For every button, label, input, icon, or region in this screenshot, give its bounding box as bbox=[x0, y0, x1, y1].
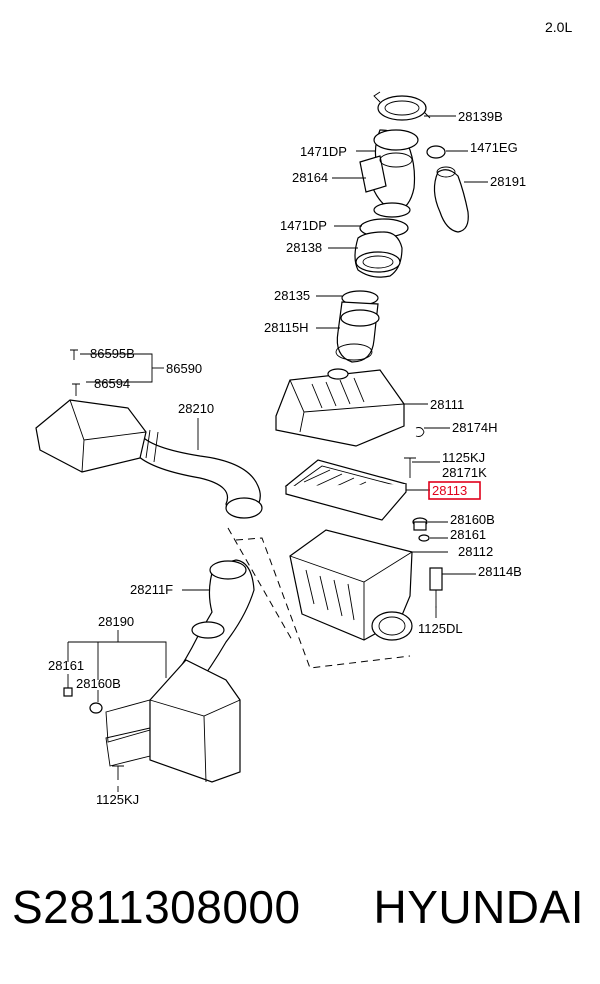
label-1471eg: 1471EG bbox=[470, 140, 518, 155]
grommets-28160b-28161-drawing bbox=[412, 517, 430, 542]
label-28161-left: 28161 bbox=[48, 658, 84, 673]
engine-size-label: 2.0L bbox=[545, 19, 572, 35]
highlight-box-28113 bbox=[428, 481, 481, 500]
label-28112: 28112 bbox=[458, 544, 493, 559]
label-28115h: 28115H bbox=[264, 320, 309, 335]
label-86595b: 86595B bbox=[90, 346, 135, 361]
label-86590: 86590 bbox=[166, 361, 202, 376]
label-28139b: 28139B bbox=[458, 109, 503, 124]
resonator-28190-drawing bbox=[63, 559, 255, 783]
resonator-28115h-drawing bbox=[335, 290, 380, 363]
leader-lines bbox=[67, 115, 488, 792]
label-28160b-right: 28160B bbox=[450, 512, 495, 527]
label-28211f: 28211F bbox=[130, 582, 173, 597]
brand-name: HYUNDAI bbox=[373, 881, 584, 933]
label-28138: 28138 bbox=[286, 240, 322, 255]
label-1125kj-lower: 1125KJ bbox=[96, 792, 139, 807]
label-28135: 28135 bbox=[274, 288, 310, 303]
clamp-28139b-drawing bbox=[373, 91, 431, 121]
parts-diagram: 2.0L bbox=[35, 19, 572, 807]
label-1471dp-lower: 1471DP bbox=[280, 218, 327, 233]
hose-28210-drawing bbox=[137, 429, 263, 519]
label-28191: 28191 bbox=[490, 174, 526, 189]
label-28190: 28190 bbox=[98, 614, 134, 629]
hose-28191-drawing bbox=[426, 145, 469, 233]
filter-28113-drawing bbox=[284, 457, 416, 521]
cover-28111-drawing bbox=[275, 368, 425, 447]
label-28171k: 28171K bbox=[442, 465, 487, 480]
label-28161-right: 28161 bbox=[450, 527, 486, 542]
part-number: S2811308000 bbox=[12, 881, 301, 933]
bracket-86590-drawing bbox=[35, 349, 147, 473]
assembly-dashed-lines bbox=[227, 527, 411, 669]
label-28113-highlighted[interactable]: 28113 bbox=[432, 483, 467, 498]
label-28164: 28164 bbox=[292, 170, 328, 185]
label-1125dl: 1125DL bbox=[418, 621, 463, 636]
label-28111: 28111 bbox=[430, 397, 464, 412]
label-1471dp-upper: 1471DP bbox=[300, 144, 347, 159]
body-28112-drawing bbox=[289, 529, 443, 641]
label-1125kj-upper: 1125KJ bbox=[442, 450, 485, 465]
label-28210: 28210 bbox=[178, 401, 214, 416]
duct-28164-drawing bbox=[359, 129, 419, 218]
label-28160b-left: 28160B bbox=[76, 676, 121, 691]
label-28114b: 28114B bbox=[478, 564, 522, 579]
hose-28138-drawing bbox=[354, 218, 409, 278]
label-86594: 86594 bbox=[94, 376, 130, 391]
label-28174h: 28174H bbox=[452, 420, 498, 435]
